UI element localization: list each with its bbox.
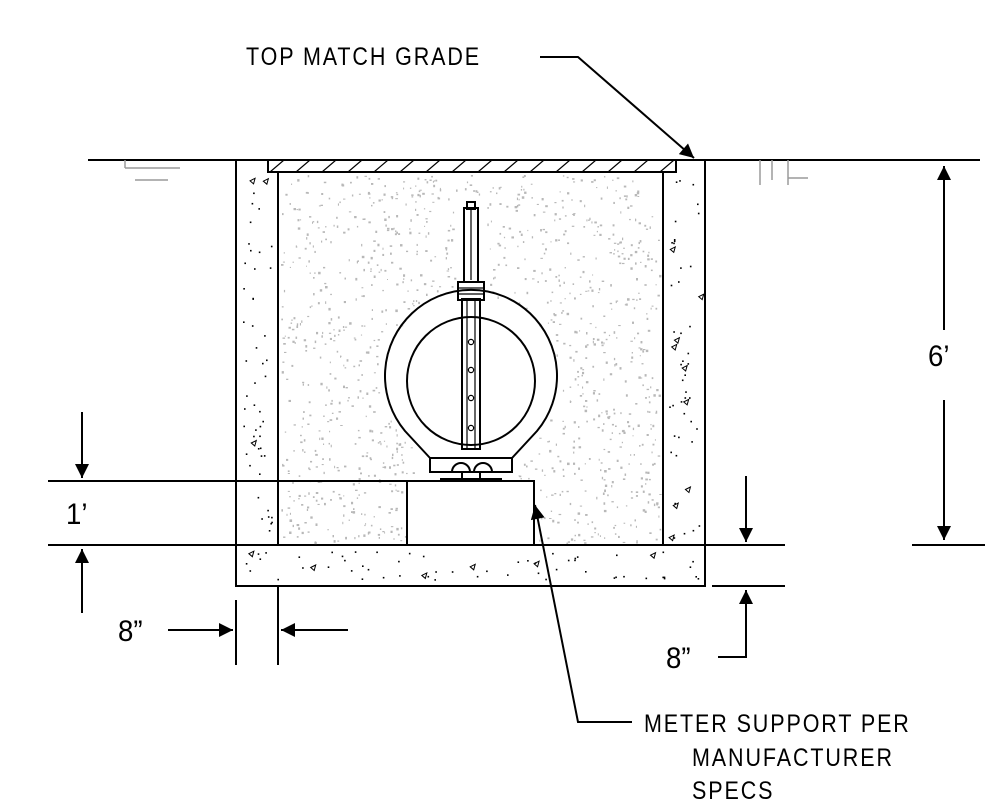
concrete-aggregate-marks — [243, 177, 705, 581]
dim-floor-thickness — [705, 476, 785, 658]
dim-wall-thickness-label: 8” — [118, 615, 143, 648]
dim-vault-depth — [912, 166, 985, 546]
vault-lid — [267, 159, 677, 173]
dim-wall-thickness — [168, 586, 348, 665]
meter-support-note-line1: METER SUPPORT PER — [644, 710, 911, 738]
dim-base-offset — [48, 412, 236, 613]
dim-floor-thickness-label: 8” — [666, 642, 691, 675]
top-grade-leader — [540, 56, 695, 159]
meter-support-leader — [530, 504, 632, 723]
ground-grade-lines — [88, 159, 980, 185]
flow-meter — [384, 201, 558, 481]
dim-base-offset-label: 1’ — [66, 498, 88, 531]
meter-support-base — [236, 480, 535, 546]
meter-support-note-line3: SPECS — [692, 777, 775, 805]
meter-support-note-line2: MANUFACTURER — [692, 744, 894, 772]
dim-vault-depth-label: 6’ — [928, 340, 950, 373]
concrete-fill-speckles — [281, 175, 662, 545]
top-match-grade-note: TOP MATCH GRADE — [246, 43, 482, 71]
